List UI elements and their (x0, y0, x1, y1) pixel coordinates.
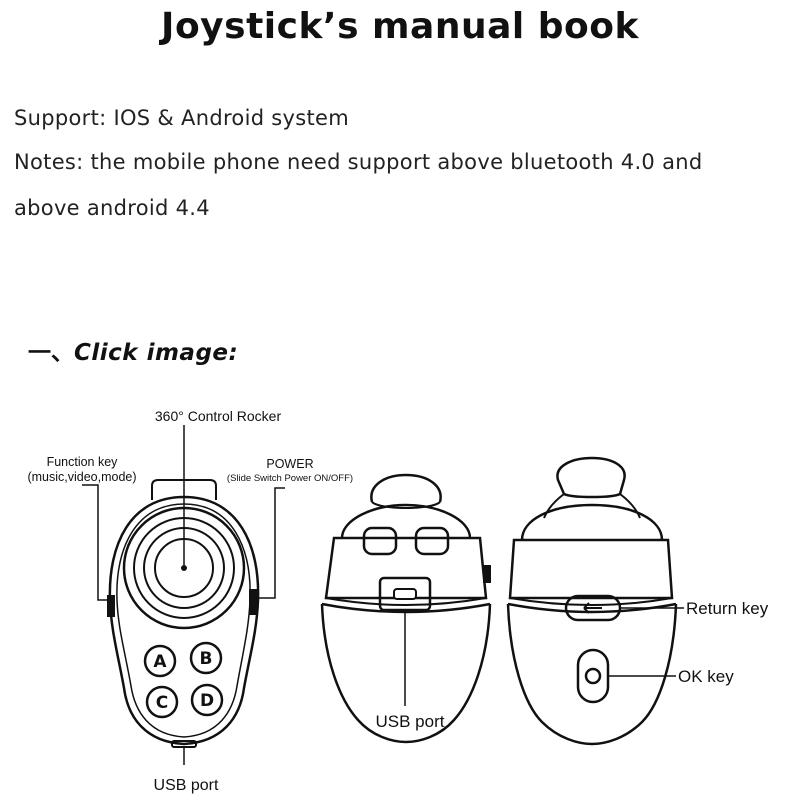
control-rocker-label: 360° Control Rocker (155, 408, 282, 424)
back-view-joystick (506, 456, 678, 746)
usb-port-side-label: USB port (376, 712, 445, 731)
return-key-label: Return key (686, 599, 769, 618)
button-d (190, 683, 224, 717)
power-sublabel: (Slide Switch Power ON/OFF) (227, 473, 353, 484)
page-title: Joystick’s manual book (161, 6, 639, 47)
button-c-label: C (156, 693, 168, 713)
support-text: Support: IOS & Android system (14, 106, 350, 130)
button-c (145, 685, 179, 719)
usb-port-front-label: USB port (154, 777, 219, 794)
button-a (143, 644, 177, 678)
section-heading: 一、Click image: (28, 333, 238, 367)
notes-text-line1: Notes: the mobile phone need support abo… (14, 150, 703, 174)
section-title: Click image: (74, 340, 239, 366)
side-view-joystick (320, 473, 492, 744)
function-key (107, 595, 115, 617)
button-d-label: D (200, 691, 214, 711)
section-marker: 一、 (28, 340, 74, 366)
function-key-sublabel: (music,video,mode) (27, 470, 136, 484)
ok-key (576, 648, 610, 704)
power-label: POWER (266, 457, 313, 471)
power-switch (249, 589, 257, 615)
button-b-label: B (200, 649, 213, 669)
ok-key-label: OK key (678, 667, 734, 686)
button-b (189, 641, 223, 675)
function-key-label: Function key (47, 455, 119, 469)
button-a-label: A (153, 652, 167, 672)
notes-text-line2: above android 4.4 (14, 196, 210, 220)
front-view-joystick (107, 479, 260, 748)
